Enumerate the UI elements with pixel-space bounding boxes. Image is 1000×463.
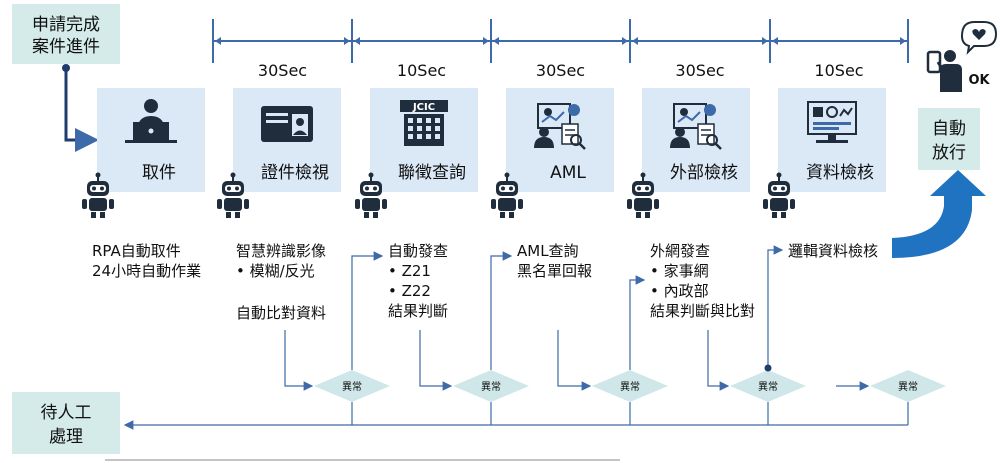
step-label: 聯徵查詢 <box>398 163 466 183</box>
start-box-line1: 申請完成 <box>32 15 100 35</box>
exception-label: 異常 <box>898 380 918 393</box>
id-card-icon <box>261 106 313 142</box>
exception-diamond: 異常 <box>453 370 529 402</box>
exception-label: 異常 <box>481 380 501 393</box>
approval-person-icon <box>926 21 998 92</box>
step-description: RPA自動取件 24小時自動作業 <box>92 242 201 280</box>
timeline-arrow-right <box>762 37 768 45</box>
step-label: AML <box>550 163 586 183</box>
description-line: • 家事網 <box>650 262 709 280</box>
step-description: 自動發查 • Z21 • Z22 結果判斷 <box>388 242 448 320</box>
auto-release-arrow <box>892 170 986 258</box>
step-box: 取件 <box>82 88 205 218</box>
external-check-icon <box>670 103 722 150</box>
exception-diamond: 異常 <box>314 370 390 402</box>
description-line: AML查詢 <box>517 242 579 260</box>
end-box: 自動 放行 <box>918 108 980 170</box>
description-line: 自動比對資料 <box>236 304 326 322</box>
exception-label: 異常 <box>342 380 362 393</box>
exception-label: 異常 <box>758 380 778 393</box>
start-box: 申請完成 案件進件 <box>12 4 120 64</box>
step-label: 證件檢視 <box>261 163 329 183</box>
step-label: 取件 <box>142 163 176 183</box>
pass-line <box>629 275 646 370</box>
step-box: 資料檢核 <box>763 88 886 218</box>
start-box-line2: 案件進件 <box>32 37 100 57</box>
exception-diamond: 異常 <box>730 370 806 402</box>
description-line: 結果判斷 <box>388 302 448 320</box>
timeline-arrow-right <box>622 37 628 45</box>
description-line: 外網發查 <box>650 242 710 260</box>
exception-label: 異常 <box>620 380 640 393</box>
timeline-arrow-left <box>354 37 360 45</box>
description-line: • 模糊/反光 <box>236 262 315 280</box>
to-exception-line <box>707 330 730 391</box>
step-label: 資料檢核 <box>806 163 874 183</box>
robot-icon <box>627 172 659 218</box>
to-exception-line <box>419 330 453 391</box>
duration-label: 10Sec <box>397 61 446 80</box>
aml-analysis-icon <box>534 103 586 150</box>
duration-label: 30Sec <box>258 61 307 80</box>
duration-label: 10Sec <box>814 61 863 80</box>
description-line: 24小時自動作業 <box>92 262 201 280</box>
manual-box-line2: 處理 <box>49 427 83 447</box>
step-box: AML <box>491 88 614 218</box>
step-box: 證件檢視 <box>217 88 341 218</box>
step-box: 外部檢核 <box>627 88 750 218</box>
description-line: 智慧辨識影像 <box>236 242 326 260</box>
manual-box: 待人工 處理 <box>12 392 120 454</box>
ok-label: OK <box>968 73 990 88</box>
manual-box-line1: 待人工 <box>41 403 92 423</box>
to-exception-line <box>284 330 314 391</box>
timeline-arrow-right <box>900 37 906 45</box>
description-line: 結果判斷與比對 <box>650 302 755 320</box>
description-line: RPA自動取件 <box>92 242 181 260</box>
description-line: • Z21 <box>388 262 431 280</box>
person-at-laptop-icon <box>125 99 177 143</box>
start-arrow <box>64 68 99 152</box>
exception-diamond: 異常 <box>870 370 946 402</box>
timeline-arrow-left <box>215 37 221 45</box>
timeline-arrow-right <box>483 37 489 45</box>
pass-line <box>767 245 784 370</box>
timeline-arrow-left <box>772 37 778 45</box>
robot-icon <box>763 172 795 218</box>
jcic-building-icon: JCIC <box>400 100 448 146</box>
description-line: • Z22 <box>388 282 431 300</box>
jcic-label: JCIC <box>412 102 435 113</box>
description-line: • 內政部 <box>650 282 709 300</box>
description-line: 自動發查 <box>388 242 448 260</box>
end-box-line1: 自動 <box>932 119 966 139</box>
duration-label: 30Sec <box>536 61 585 80</box>
robot-icon <box>82 172 114 218</box>
exception-diamond: 異常 <box>592 370 668 402</box>
step-label: 外部檢核 <box>670 163 738 183</box>
timeline-arrow-left <box>493 37 499 45</box>
description-line: 黑名單回報 <box>517 262 592 280</box>
robot-icon <box>491 172 523 218</box>
timeline <box>212 19 909 63</box>
pass-line <box>490 251 513 370</box>
description-line: 邏輯資料檢核 <box>788 242 878 260</box>
step-box: JCIC 聯徵查詢 <box>355 88 478 218</box>
end-box-line2: 放行 <box>932 143 966 163</box>
step-description: 邏輯資料檢核 <box>788 242 878 260</box>
timeline-arrow-left <box>632 37 638 45</box>
robot-icon <box>217 172 249 218</box>
duration-label: 30Sec <box>675 61 724 80</box>
robot-icon <box>355 172 387 218</box>
pass-dot <box>764 364 772 372</box>
pass-line <box>351 251 384 370</box>
data-dashboard-icon <box>807 101 857 143</box>
timeline-arrow-right <box>344 37 350 45</box>
to-exception-line <box>557 330 592 391</box>
